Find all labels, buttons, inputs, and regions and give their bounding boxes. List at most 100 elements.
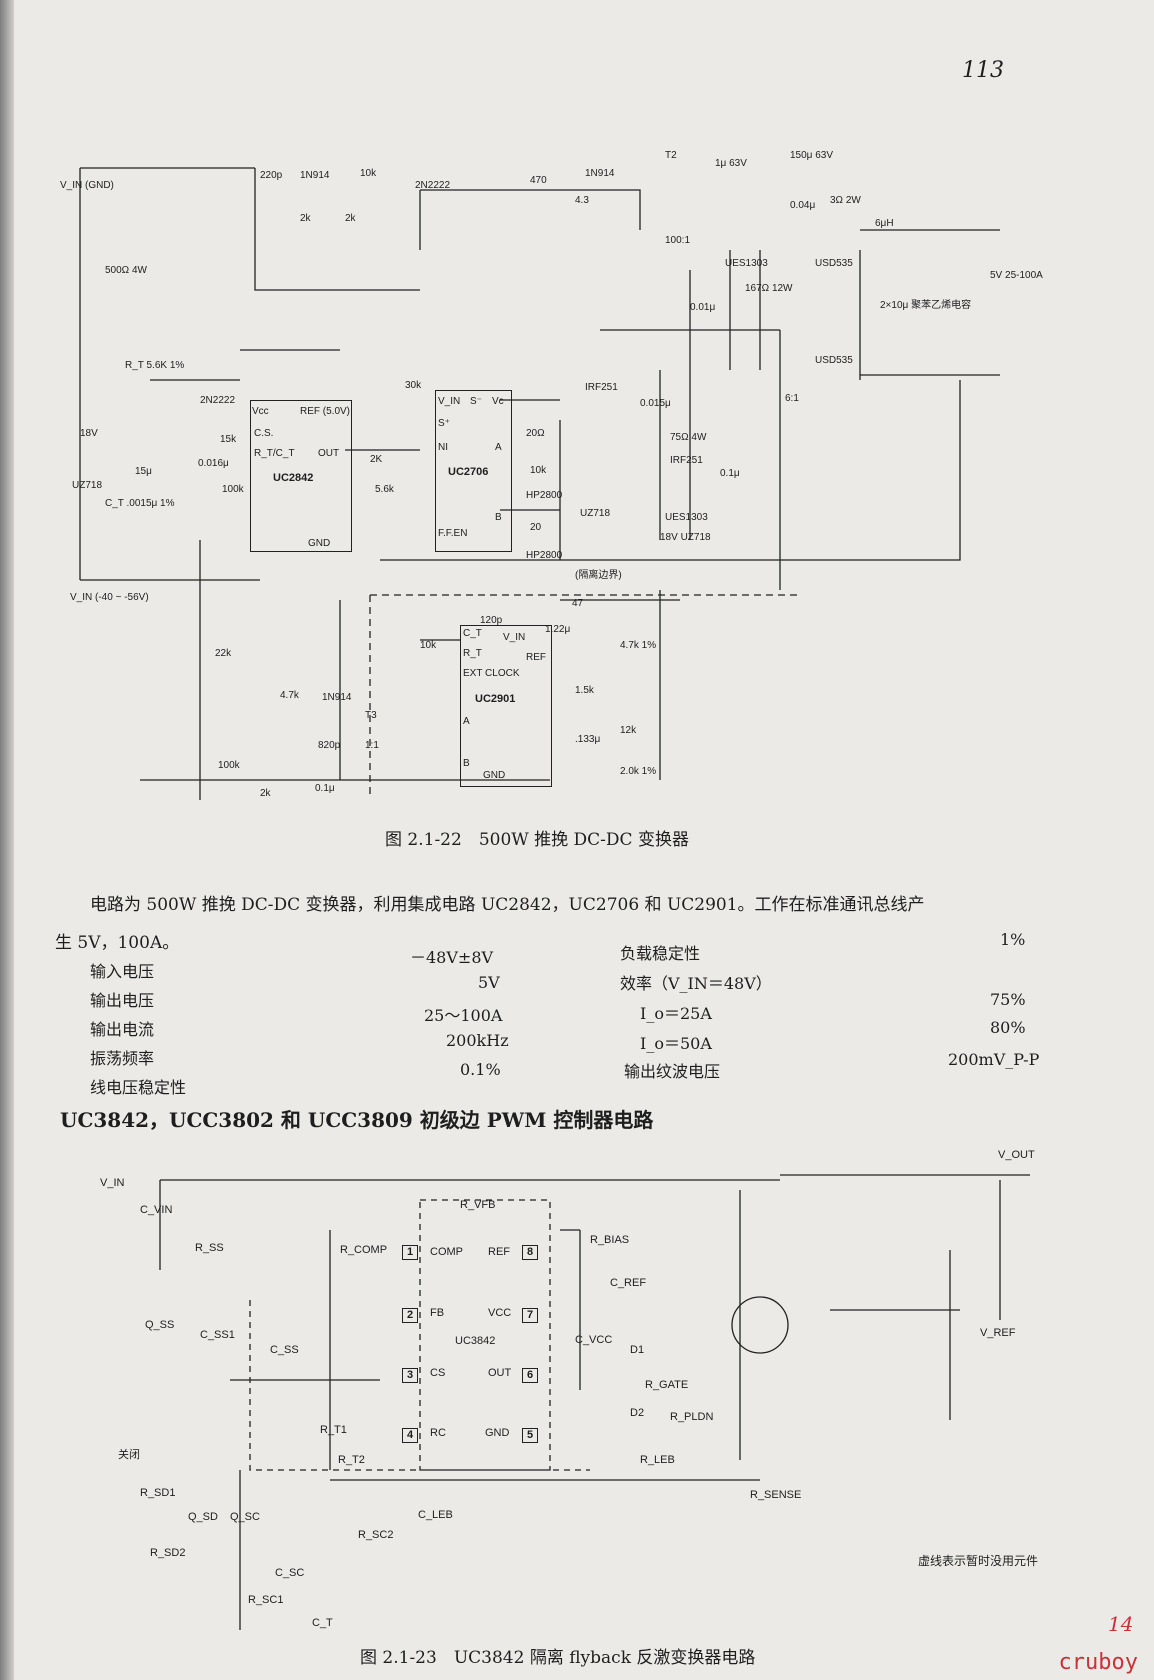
component-label: R_SD2 bbox=[150, 1547, 186, 1559]
pin-label: S⁻ bbox=[470, 396, 482, 407]
component-label: C_VCC bbox=[575, 1334, 613, 1346]
component-label: UZ718 bbox=[72, 480, 103, 491]
component-label: C_SC bbox=[275, 1567, 305, 1579]
component-label: .133μ bbox=[575, 734, 601, 745]
component-label: 18V UZ718 bbox=[660, 532, 711, 543]
pin-label: OUT bbox=[318, 448, 340, 459]
body-paragraph-cont: 生 5V，100A。 bbox=[55, 933, 180, 953]
pin-label: B bbox=[463, 758, 470, 769]
component-label: 1N914 bbox=[322, 692, 352, 703]
ic-pin: OUT bbox=[488, 1367, 512, 1379]
component-label: R_SC2 bbox=[358, 1529, 394, 1541]
spec-label: 输入电压 bbox=[90, 962, 155, 981]
component-label: 3Ω 2W bbox=[830, 195, 861, 206]
component-label: 30k bbox=[405, 380, 422, 391]
spec-value: 200kHz bbox=[446, 1031, 509, 1050]
component-label: R_SC1 bbox=[248, 1594, 284, 1606]
component-label: R_BIAS bbox=[590, 1234, 630, 1246]
component-label: HP2800 bbox=[526, 550, 563, 561]
component-label: 2N2222 bbox=[415, 180, 451, 191]
figure2-caption: 图 2.1-23 UC3842 隔离 flyback 反激变换器电路 bbox=[360, 1648, 756, 1668]
component-label: D2 bbox=[630, 1407, 645, 1419]
component-label: Q_SC bbox=[230, 1511, 260, 1523]
component-label: 1N914 bbox=[300, 170, 330, 181]
spec-value: 25～100A bbox=[424, 1006, 503, 1025]
component-label: D1 bbox=[630, 1344, 645, 1356]
pin-label: Vcc bbox=[252, 406, 269, 417]
component-label: 1.22μ bbox=[545, 624, 571, 635]
component-label: C_T .0015μ 1% bbox=[105, 498, 175, 509]
component-label: R_VFB bbox=[460, 1199, 496, 1211]
component-label: 1μ 63V bbox=[715, 158, 747, 169]
spec-label: 输出纹波电压 bbox=[624, 1062, 721, 1081]
pin-label: A bbox=[463, 716, 470, 727]
component-label: 120p bbox=[480, 615, 503, 626]
component-label: 820p bbox=[318, 740, 341, 751]
component-label: 4.7k bbox=[280, 690, 299, 701]
component-label: 47 bbox=[572, 598, 584, 609]
component-label: R_LEB bbox=[640, 1454, 675, 1466]
component-label: T2 bbox=[665, 150, 677, 161]
spec-value: 1% bbox=[1000, 930, 1026, 949]
component-label: R_PLDN bbox=[670, 1411, 714, 1423]
component-label: R_COMP bbox=[340, 1244, 388, 1256]
component-label: T3 bbox=[365, 710, 377, 721]
component-label: 关闭 bbox=[118, 1449, 140, 1461]
ic-pin: 5 bbox=[522, 1428, 539, 1443]
component-label: 5.6k bbox=[375, 484, 394, 495]
ic-label-uc3842: UC3842 bbox=[455, 1335, 496, 1347]
pin-label: EXT CLOCK bbox=[463, 668, 520, 679]
component-label: 0.1μ bbox=[315, 783, 335, 794]
component-label: 100:1 bbox=[665, 235, 691, 246]
component-label: 15μ bbox=[135, 466, 152, 477]
component-label: V_REF bbox=[980, 1327, 1016, 1339]
component-label: UZ718 bbox=[580, 508, 611, 519]
component-label: 10k bbox=[360, 168, 377, 179]
component-label: 2k bbox=[345, 213, 356, 224]
spec-label: I_o＝25A bbox=[640, 1004, 712, 1023]
component-label: IRF251 bbox=[670, 455, 703, 466]
component-label: 470 bbox=[530, 175, 547, 186]
spec-label: 线电压稳定性 bbox=[90, 1078, 187, 1097]
ic-label-uc2842: UC2842 bbox=[273, 472, 314, 484]
spec-label: 输出电压 bbox=[90, 991, 155, 1010]
component-label: C_SS bbox=[270, 1344, 299, 1356]
spec-label: I_o＝50A bbox=[640, 1034, 712, 1053]
spec-value: 80% bbox=[990, 1018, 1026, 1037]
component-label: R_SD1 bbox=[140, 1487, 176, 1499]
component-label: 75Ω 4W bbox=[670, 432, 707, 443]
component-label: 220p bbox=[260, 170, 283, 181]
pin-label: REF bbox=[526, 652, 546, 663]
pin-label: V_IN bbox=[503, 632, 526, 643]
ic-pin: 3 bbox=[402, 1368, 419, 1383]
component-label: 100k bbox=[222, 484, 244, 495]
section-title: UC3842，UCC3802 和 UCC3809 初级边 PWM 控制器电路 bbox=[60, 1108, 654, 1132]
ic-label-uc2706: UC2706 bbox=[448, 466, 489, 478]
component-label: USD535 bbox=[815, 355, 853, 366]
component-label: R_T 5.6K 1% bbox=[125, 360, 185, 371]
ic-pin: REF bbox=[488, 1246, 510, 1258]
component-label: 1:1 bbox=[365, 740, 379, 751]
pin-label: C.S. bbox=[254, 428, 274, 439]
component-label: 0.015μ bbox=[640, 398, 671, 409]
component-label: Q_SS bbox=[145, 1319, 175, 1331]
component-label: 18V bbox=[80, 428, 98, 439]
pin-label: R_T bbox=[463, 648, 482, 659]
figure1-caption: 图 2.1-22 500W 推挽 DC-DC 变换器 bbox=[385, 830, 689, 850]
component-label: 2×10μ 聚苯乙烯电容 bbox=[880, 300, 972, 311]
page-binding-edge bbox=[0, 0, 14, 1680]
ic-pin: COMP bbox=[430, 1246, 463, 1258]
ic-pin: RC bbox=[430, 1427, 446, 1439]
spec-value: －48V±8V bbox=[410, 948, 494, 967]
spec-value: 5V bbox=[478, 973, 500, 992]
component-label: 22k bbox=[215, 648, 232, 659]
component-label: 0.04μ bbox=[790, 200, 816, 211]
ic-pin: FB bbox=[430, 1307, 445, 1319]
component-label: C_VIN bbox=[140, 1204, 173, 1216]
component-label: C_REF bbox=[610, 1277, 647, 1289]
component-label: UES1303 bbox=[725, 258, 768, 269]
pin-label: REF (5.0V) bbox=[300, 406, 351, 417]
ic-pin: 1 bbox=[402, 1245, 419, 1260]
component-label: C_SS1 bbox=[200, 1329, 235, 1341]
